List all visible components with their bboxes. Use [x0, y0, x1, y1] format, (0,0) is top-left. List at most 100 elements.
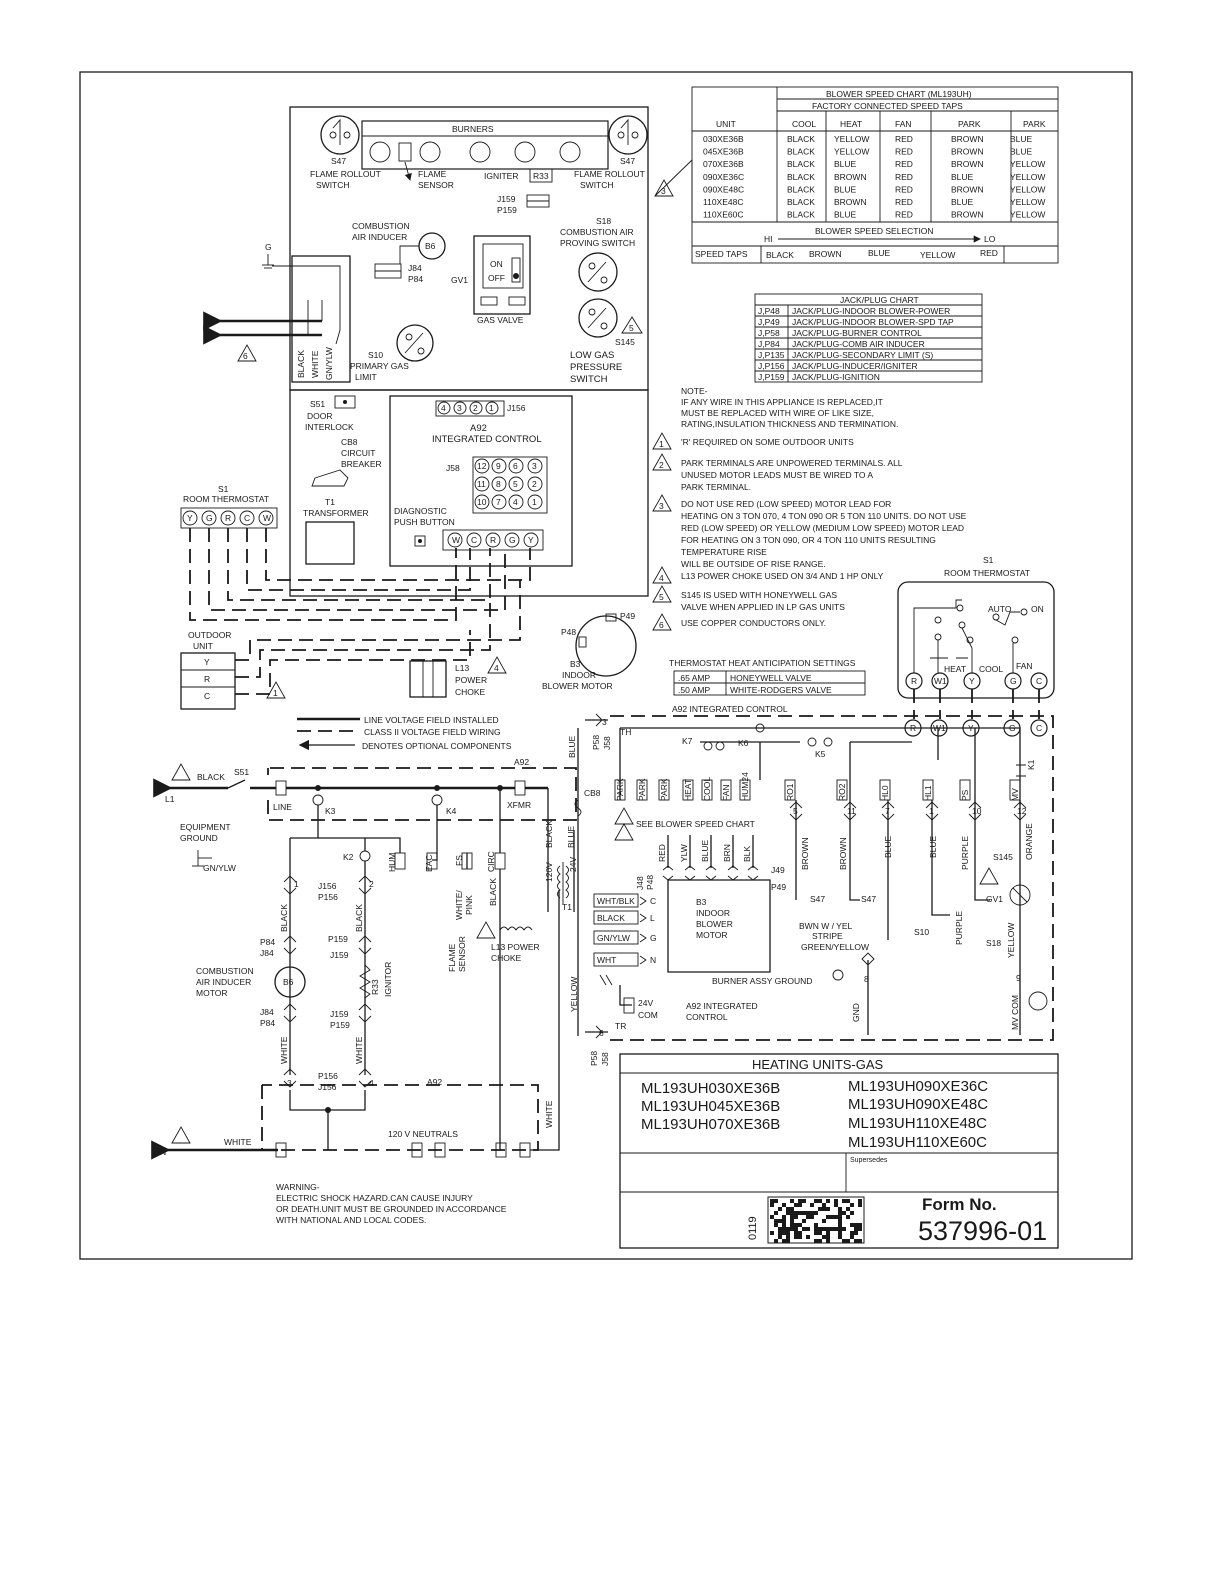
blower-chart-cell: BLUE — [1010, 147, 1033, 157]
flame-sensor-2: SENSOR — [418, 180, 454, 190]
note-line: TEMPERATURE RISE — [681, 547, 767, 557]
cs-pin9: 9 — [1016, 973, 1021, 983]
warning-1: WARNING- — [276, 1182, 320, 1192]
cs-motor-1: B3 — [696, 897, 707, 907]
a92-terminal-name: HL0 — [880, 785, 890, 801]
j58-pin — [491, 494, 507, 510]
s10-num: S10 — [368, 350, 383, 360]
note-warning-icon — [652, 613, 672, 631]
cs-pin6: 6 — [599, 1028, 604, 1038]
note4-triangle-top — [487, 656, 507, 674]
a92-terminal-block — [720, 779, 732, 801]
ld-yellow: YELLOW — [569, 977, 579, 1012]
cs-pin3: 3 — [602, 717, 607, 727]
blower-chart-header: PARK — [1023, 119, 1046, 129]
blower-chart-cell: RED — [895, 210, 913, 220]
bsc-lo: LO — [984, 234, 996, 244]
blower-chart-cell: RED — [895, 197, 913, 207]
tb-rev: 0119 — [747, 1216, 759, 1240]
l1-label: L1 — [203, 332, 213, 342]
j58-pin-label: 2 — [532, 479, 537, 489]
a92-terminal-block — [701, 779, 713, 801]
bsc-title: BLOWER SPEED CHART (ML193UH) — [826, 89, 972, 99]
choke-3: CHOKE — [455, 687, 486, 697]
blower-chart-cell: YELLOW — [834, 147, 869, 157]
outdoor-r: R — [204, 674, 210, 684]
blower-chart-cell: BLUE — [834, 184, 857, 194]
bsc-tap-3: BLUE — [868, 248, 891, 258]
j58-pin-label: 3 — [532, 461, 537, 471]
blower-chart-cell: BLUE — [951, 197, 974, 207]
p48-top: P48 — [561, 627, 576, 637]
choke-2: POWER — [455, 675, 487, 685]
thermostat-left-terminal-label: G — [206, 513, 213, 523]
note-number: 3 — [659, 501, 664, 511]
svg-text:IF ANY WIRE IN THIS APPLIANCE: IF ANY WIRE IN THIS APPLIANCE IS REPLACE… — [681, 397, 883, 407]
thermostat-left-terminal — [220, 510, 236, 526]
cs-blue-left: BLUE — [567, 735, 577, 758]
speed-tap-label: BRN — [722, 844, 732, 862]
wire-gnylw: GN/YLW — [324, 347, 334, 380]
cs-p49: P49 — [771, 882, 786, 892]
outdoor-2: UNIT — [193, 641, 213, 651]
motor-lead-label: WHT — [597, 955, 616, 965]
diag-button[interactable] — [414, 535, 426, 547]
blower-chart-cell: YELLOW — [1010, 172, 1045, 182]
blower-chart-header: COOL — [792, 119, 816, 129]
motor-lead-chevron — [639, 913, 647, 923]
cs-blue: BLUE — [883, 835, 893, 858]
j58-pin — [474, 476, 490, 492]
blower-chart-cell: RED — [895, 172, 913, 182]
cs-j49: J49 — [771, 865, 785, 875]
ld-wp-1: WHITE/ — [454, 890, 464, 920]
cs-mvcom: MV COM — [1010, 995, 1020, 1030]
diag-1: DIAGNOSTIC — [394, 506, 447, 516]
j58-pin-label: 1 — [532, 497, 537, 507]
a92-terminal-name: HEAT — [683, 779, 693, 801]
speed-tap-chevron — [684, 865, 696, 881]
legend-class2: CLASS II VOLTAGE FIELD WIRING — [364, 727, 501, 737]
j156-board: J156 — [507, 403, 526, 413]
blower-speed-chart — [691, 86, 1059, 264]
blower-chart-cell: 110XE48C — [703, 197, 743, 207]
ts-heat: HEAT — [944, 664, 966, 674]
blower-chart-cell: BROWN — [834, 197, 867, 207]
note-number: 4 — [659, 573, 664, 583]
ld-cb8: CB8 — [584, 788, 601, 798]
blower-chart-cell: YELLOW — [1010, 184, 1045, 194]
legend-optional: DENOTES OPTIONAL COMPONENTS — [362, 741, 512, 751]
tb-header: HEATING UNITS-GAS — [752, 1057, 884, 1072]
flame-rollout-switch-right-icon — [608, 115, 648, 155]
blower-chart-cell: BLUE — [951, 172, 974, 182]
bsc-subtitle: FACTORY CONNECTED SPEED TAPS — [812, 101, 963, 111]
blower-chart-cell: YELLOW — [1010, 210, 1045, 220]
jack-chart-desc: JACK/PLUG-INDOOR BLOWER-SPD TAP — [792, 317, 954, 327]
blower-chart-cell: BLUE — [834, 210, 857, 220]
blower-chart-cell: 030XE36B — [703, 134, 744, 144]
cs-brown-1: BROWN — [800, 837, 810, 870]
s1-right-2: ROOM THERMOSTAT — [944, 568, 1030, 578]
blower-chart-cell: 090XE48C — [703, 184, 744, 194]
t1-1: T1 — [325, 497, 335, 507]
ld-choke-1: L13 POWER — [491, 942, 540, 952]
note-warning-icon — [652, 566, 672, 584]
thermostat-right-terminal-label: Y — [969, 676, 975, 686]
tb-mr-3: ML193UH110XE48C — [848, 1115, 987, 1132]
ld-ind-2: AIR INDUCER — [196, 977, 251, 987]
page-frame — [79, 71, 1133, 1260]
svg-text:NOTE-: NOTE- — [681, 386, 708, 396]
p159-label: P159 — [497, 205, 517, 215]
cs-a92: A92 INTEGRATED CONTROL — [672, 704, 788, 714]
ts-fan: FAN — [1016, 661, 1033, 671]
note5-triangle-top — [621, 316, 643, 334]
ld-wp-2: PINK — [464, 895, 474, 915]
ld-r33: R33 — [370, 979, 380, 995]
a92-terminal-name: COOL — [702, 777, 712, 801]
jack-chart-code: J,P135 — [758, 350, 785, 360]
choke-1: L13 — [455, 663, 469, 673]
gas-valve-label: GAS VALVE — [477, 315, 524, 325]
a92-terminal — [504, 532, 520, 548]
blower-chart-cell: BROWN — [951, 210, 984, 220]
anticip-r1c2: HONEYWELL VALVE — [730, 673, 812, 683]
g-label: G — [265, 242, 272, 252]
